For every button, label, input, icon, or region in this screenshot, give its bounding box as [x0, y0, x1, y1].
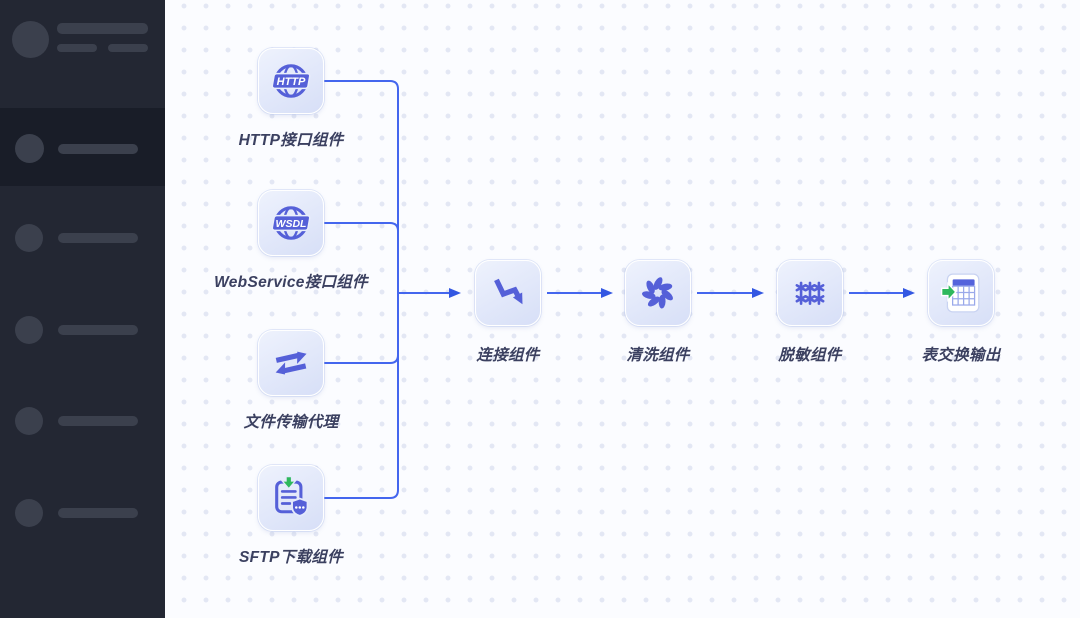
svg-text:HTTP: HTTP	[277, 76, 306, 88]
node-table-output-label: 表交换输出	[921, 347, 1001, 364]
node-sftp-label: SFTP下载组件	[238, 549, 344, 566]
node-connect[interactable]: 连接组件	[475, 260, 541, 364]
sidebar-item-2-icon	[15, 224, 43, 252]
node-connect-box[interactable]	[475, 260, 541, 326]
sidebar-title-skeleton	[57, 23, 148, 34]
node-file-transfer[interactable]: 文件传输代理	[244, 330, 338, 431]
globe-wsdl-icon: WSDL	[271, 206, 311, 240]
node-clean-label: 清洗组件	[626, 347, 690, 364]
sidebar-item-3-icon	[15, 316, 43, 344]
node-http-label: HTTP接口组件	[238, 132, 344, 149]
node-mask-label: 脱敏组件	[778, 347, 842, 364]
node-mask[interactable]: 脱敏组件	[777, 260, 843, 364]
node-clean[interactable]: 清洗组件	[625, 260, 691, 364]
node-connect-label: 连接组件	[476, 347, 540, 364]
sidebar-item-1-active[interactable]	[0, 108, 165, 186]
node-http-box[interactable]: HTTP	[258, 48, 324, 114]
sidebar-item-5-icon	[15, 499, 43, 527]
asterisks-icon	[795, 281, 825, 305]
polyline-arrow-icon	[494, 278, 523, 305]
node-sftp-box[interactable]	[258, 465, 324, 531]
node-file-transfer-label: 文件传输代理	[243, 414, 339, 431]
edge-webservice-to-connect[interactable]	[324, 222, 399, 293]
edge-http-to-connect[interactable]	[324, 80, 399, 293]
sidebar-subtitle-skeleton-a	[57, 44, 97, 52]
node-clean-box[interactable]	[625, 260, 691, 326]
node-table-output[interactable]: 表交换输出	[921, 260, 1000, 364]
node-http[interactable]: HTTP HTTP接口组件	[239, 48, 343, 149]
sidebar-item-1-label-skeleton	[58, 144, 138, 154]
node-file-transfer-box[interactable]	[258, 330, 324, 396]
document-download-shield-icon	[275, 476, 309, 517]
edges-layer	[324, 80, 915, 499]
table-export-icon	[940, 273, 980, 313]
node-table-output-box[interactable]	[928, 260, 994, 326]
node-webservice[interactable]: WSDL WebService接口组件	[214, 190, 368, 291]
sidebar-item-3-label-skeleton	[58, 325, 138, 335]
sidebar-item-1-icon	[15, 134, 44, 163]
edge-filetransfer-to-connect[interactable]	[324, 293, 399, 364]
sidebar-item-4-icon	[15, 407, 43, 435]
sidebar-item-5-label-skeleton	[58, 508, 138, 518]
sidebar	[0, 0, 165, 618]
pinwheel-icon	[642, 277, 673, 309]
sidebar-item-2-label-skeleton	[58, 233, 138, 243]
avatar	[12, 21, 49, 58]
sidebar-item-4-label-skeleton	[58, 416, 138, 426]
node-webservice-label: WebService接口组件	[214, 274, 368, 291]
transfer-arrows-icon	[275, 351, 307, 375]
globe-http-icon: HTTP	[271, 64, 311, 98]
edge-sftp-to-connect[interactable]	[324, 293, 399, 499]
node-sftp[interactable]: SFTP下载组件	[239, 465, 343, 566]
sidebar-subtitle-skeleton-b	[108, 44, 148, 52]
svg-text:WSDL: WSDL	[276, 218, 307, 230]
node-mask-box[interactable]	[777, 260, 843, 326]
node-webservice-box[interactable]: WSDL	[258, 190, 324, 256]
flow-canvas[interactable]: HTTP HTTP接口组件 WSDL WebService接口组件	[165, 0, 1080, 618]
